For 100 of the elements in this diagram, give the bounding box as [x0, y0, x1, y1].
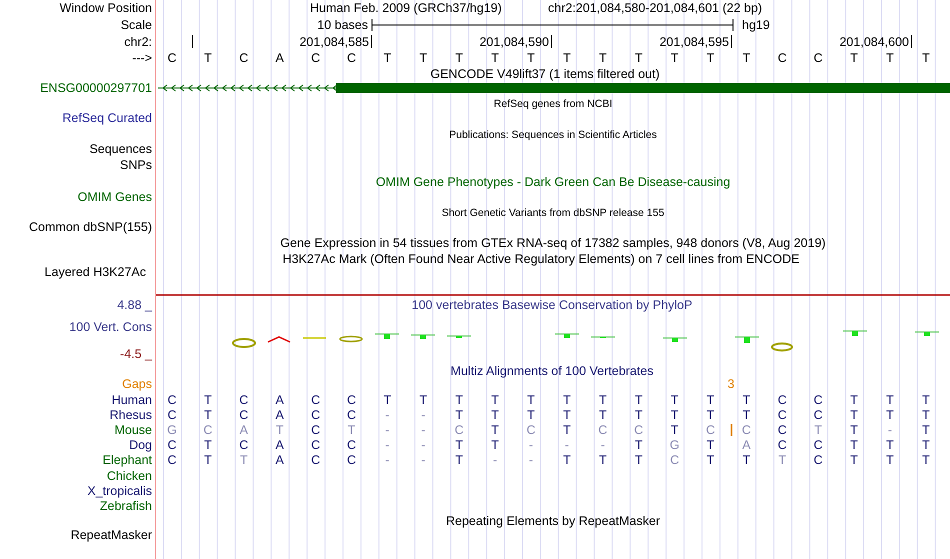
base-letter: C — [526, 423, 536, 437]
gene-label: ENSG00000297701 — [40, 81, 152, 95]
base-letter: C — [778, 438, 787, 452]
base-letter: T — [348, 423, 356, 437]
base-letter: T — [742, 393, 750, 407]
base-letter: T — [455, 408, 463, 422]
species-label: Chicken — [106, 469, 152, 483]
base-letter: C — [167, 438, 177, 452]
base-letter: T — [814, 423, 822, 437]
row-label: chr2: — [124, 35, 152, 49]
base-letter: - — [528, 438, 534, 452]
base-letter: T — [598, 408, 607, 422]
base-letter: T — [384, 393, 392, 407]
base-letter: - — [493, 453, 498, 467]
position-number: 201,084,590 — [479, 35, 549, 49]
base-letter: T — [706, 408, 714, 422]
base-letter: T — [850, 453, 858, 467]
base-letter: T — [563, 51, 571, 65]
base-letter: C — [670, 453, 680, 467]
position-number: 201,084,595 — [659, 35, 729, 49]
base-letter: T — [204, 453, 212, 467]
base-letter: - — [385, 423, 390, 437]
base-letter: C — [167, 51, 177, 65]
species-label: Zebrafish — [100, 499, 152, 513]
base-letter: - — [385, 438, 390, 452]
track-label: Sequences — [89, 142, 152, 156]
base-letter: T — [778, 453, 786, 467]
track-title: Gene Expression in 54 tissues from GTEx RNA-seq of 17382 samples, 948 donors (V8, Aug 2019) — [280, 236, 826, 250]
base-letter: - — [421, 453, 426, 467]
species-label: Dog — [129, 438, 152, 452]
base-letter: T — [455, 453, 463, 467]
strand-label: ---> — [132, 51, 152, 65]
track-title: 100 vertebrates Basewise Conservation by PhyloP — [412, 298, 692, 312]
base-letter: C — [203, 423, 212, 437]
base-letter: T — [634, 393, 642, 407]
base-letter: A — [276, 393, 284, 407]
base-letter: C — [239, 408, 248, 422]
species-label: Human — [112, 393, 152, 407]
base-letter: T — [634, 51, 642, 65]
base-letter: A — [240, 423, 248, 437]
base-letter: T — [670, 393, 678, 407]
base-letter: T — [742, 408, 750, 422]
base-letter: T — [922, 393, 930, 407]
base-letter: G — [167, 423, 177, 437]
base-letter: T — [886, 438, 894, 452]
track-title: RefSeq genes from NCBI — [494, 97, 612, 111]
base-letter: T — [670, 51, 678, 65]
base-letter: A — [276, 453, 284, 467]
base-letter: T — [706, 393, 714, 407]
base-letter: T — [491, 51, 499, 65]
base-letter: T — [670, 408, 678, 422]
base-letter: T — [850, 423, 858, 437]
base-letter: T — [598, 453, 607, 467]
row-label: Scale — [120, 18, 152, 32]
base-letter: T — [384, 51, 392, 65]
base-letter: T — [204, 438, 212, 452]
base-letter: T — [850, 393, 858, 407]
base-letter: A — [742, 438, 751, 452]
base-letter: C — [311, 423, 320, 437]
base-letter: C — [311, 51, 320, 65]
base-letter: A — [276, 438, 284, 452]
base-letter: T — [634, 408, 642, 422]
species-label: Mouse — [114, 423, 152, 437]
base-letter: C — [311, 438, 320, 452]
base-letter: C — [814, 453, 823, 467]
base-letter: T — [491, 423, 499, 437]
track-label: SNPs — [120, 158, 152, 172]
track-title: Multiz Alignments of 100 Vertebrates — [450, 364, 654, 378]
base-letter: C — [778, 423, 787, 437]
base-letter: T — [598, 51, 607, 65]
base-letter: T — [563, 408, 571, 422]
base-letter: C — [346, 438, 356, 452]
base-letter: C — [598, 423, 608, 437]
base-letter: C — [778, 408, 787, 422]
base-letter: C — [167, 408, 177, 422]
track-title: Short Genetic Variants from dbSNP release 155 — [442, 206, 664, 220]
base-letter: T — [706, 438, 714, 452]
base-letter: T — [706, 453, 714, 467]
base-letter: T — [491, 438, 499, 452]
base-letter: C — [814, 438, 823, 452]
gap-count: 3 — [728, 377, 734, 391]
base-letter: - — [888, 423, 892, 437]
base-letter: - — [528, 453, 534, 467]
base-letter: - — [421, 438, 426, 452]
track-title: Repeating Elements by RepeatMasker — [446, 514, 660, 528]
base-letter: C — [634, 423, 644, 437]
track-label: Layered H3K27Ac — [44, 265, 146, 279]
track-title: H3K27Ac Mark (Often Found Near Active Regulatory Elements) on 7 cell lines from ENCODE — [282, 252, 800, 266]
track-label: RepeatMasker — [70, 528, 152, 542]
base-letter: T — [563, 423, 571, 437]
base-letter: C — [742, 423, 751, 437]
base-letter: T — [204, 408, 212, 422]
base-letter: T — [706, 51, 714, 65]
base-letter: T — [634, 438, 642, 452]
base-letter: T — [455, 438, 463, 452]
base-letter: T — [922, 408, 930, 422]
base-letter: A — [276, 408, 284, 422]
base-letter: T — [922, 423, 930, 437]
track-label: 100 Vert. Cons — [69, 320, 152, 334]
species-label: Elephant — [102, 453, 152, 467]
